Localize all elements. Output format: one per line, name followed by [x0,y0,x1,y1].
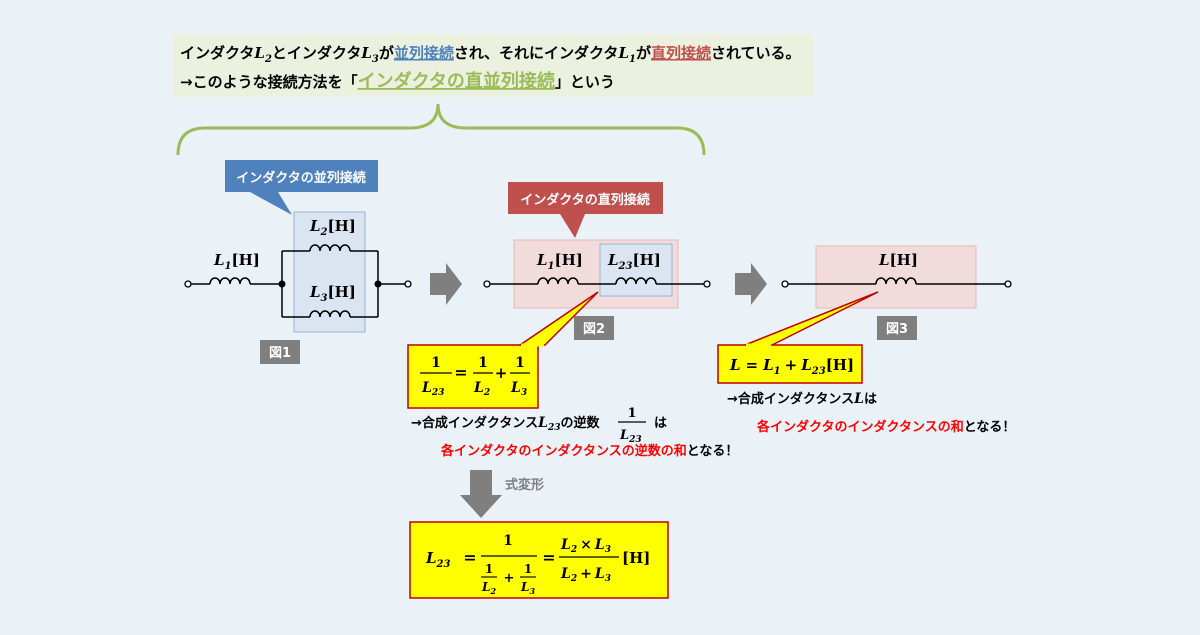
label-l1-fig1: L1[H] [213,251,260,272]
label-l1-fig2: L1[H] [536,251,583,272]
equivalent-box [815,245,977,309]
svg-text:L23: L23 [619,428,642,445]
transform-step: 式変形 [460,470,544,518]
svg-text:は: は [654,416,667,431]
svg-text:1: 1 [627,406,636,421]
svg-text:1: 1 [478,355,488,371]
series-callout: インダクタの直列接続 [508,182,663,238]
figure-3: L[H] 図3 [781,245,1012,340]
figure-3-label: 図3 [886,322,908,337]
header-box: インダクタL2とインダクタL3が並列接続され、それにインダクタL1が直列接続され… [173,34,813,97]
svg-text:1: 1 [431,355,441,371]
svg-text:L23: L23 [425,549,451,570]
svg-text:1: 1 [503,533,513,549]
svg-text:L2: L2 [481,580,496,596]
svg-text:各インダクタのインダクタンスの逆数の和となる！: 各インダクタのインダクタンスの逆数の和となる！ [440,443,738,459]
parallel-callout: インダクタの並列接続 [225,160,378,215]
svg-text:L2+L3: L2+L3 [560,566,611,584]
svg-text:L=L1+L23[H]: L=L1+L23[H] [729,356,854,377]
series-keyword: 直列接続 [651,44,711,62]
arrow-down-icon [460,470,502,518]
formula-3: L23 = 1 1 L2 + 1 L3 = L2×L3 L2+L3 [H] [409,521,669,599]
formula-2: L=L1+L23[H] [717,291,879,384]
figure-2: インダクタの直列接続 L1[H] L23[H] 図2 [483,182,711,340]
parallel-box [293,211,366,333]
arrow-right-icon [735,263,767,305]
header-line-2: →このような接続方法を「インダクタの直並列接続」という [180,70,615,92]
svg-text:1: 1 [524,562,532,576]
inductor-l1-fig1 [209,277,251,285]
figure-2-label: 図2 [583,322,605,337]
parallel-keyword: 並列接続 [394,44,454,62]
svg-text:式変形: 式変形 [505,477,544,493]
svg-text:+: + [504,571,515,586]
svg-text:=: = [463,548,476,567]
svg-text:インダクタの並列接続: インダクタの並列接続 [236,170,365,186]
svg-text:→合成インダクタンスLは: →合成インダクタンスLは [727,391,877,407]
formula-1: 1 L23 = 1 L2 + 1 L3 [407,291,599,409]
svg-text:+: + [495,364,508,382]
svg-text:各インダクタのインダクタンスの和となる！: 各インダクタのインダクタンスの和となる！ [756,419,1015,435]
svg-text:=: = [542,548,555,567]
svg-text:インダクタの直列接続: インダクタの直列接続 [520,192,649,208]
figure-1-label: 図1 [269,346,291,361]
series-parallel-keyword: インダクタの直並列接続 [358,70,555,92]
label-l3-fig1: L3[H] [309,283,356,304]
svg-text:=: = [454,363,467,382]
svg-text:L2×L3: L2×L3 [560,537,611,555]
l23-box [599,243,673,297]
note-1: →合成インダクタンスL23の逆数 1 L23 は 各インダクタのインダクタンスの… [411,406,738,459]
figure-1: インダクタの並列接続 L1[H] L2[H] L3[H] 図1 [184,160,412,364]
svg-text:L3: L3 [520,580,535,596]
svg-text:1: 1 [485,562,493,576]
note-2: →合成インダクタンスLは 各インダクタのインダクタンスの和となる！ [727,391,1015,435]
svg-text:L2: L2 [473,380,490,398]
curly-brace [176,103,706,156]
label-l23-fig2: L23[H] [607,251,661,272]
svg-text:→合成インダクタンスL23の逆数: →合成インダクタンスL23の逆数 [411,415,601,433]
label-l2-fig1: L2[H] [309,217,356,238]
arrow-right-icon [430,263,462,305]
svg-text:1: 1 [515,355,525,371]
svg-text:[H]: [H] [622,549,650,567]
label-l-fig3: L[H] [878,251,918,269]
svg-text:L3: L3 [510,380,527,398]
svg-text:L23: L23 [421,380,444,398]
header-line-1: インダクタL2とインダクタL3が並列接続され、それにインダクタL1が直列接続され… [180,44,801,65]
